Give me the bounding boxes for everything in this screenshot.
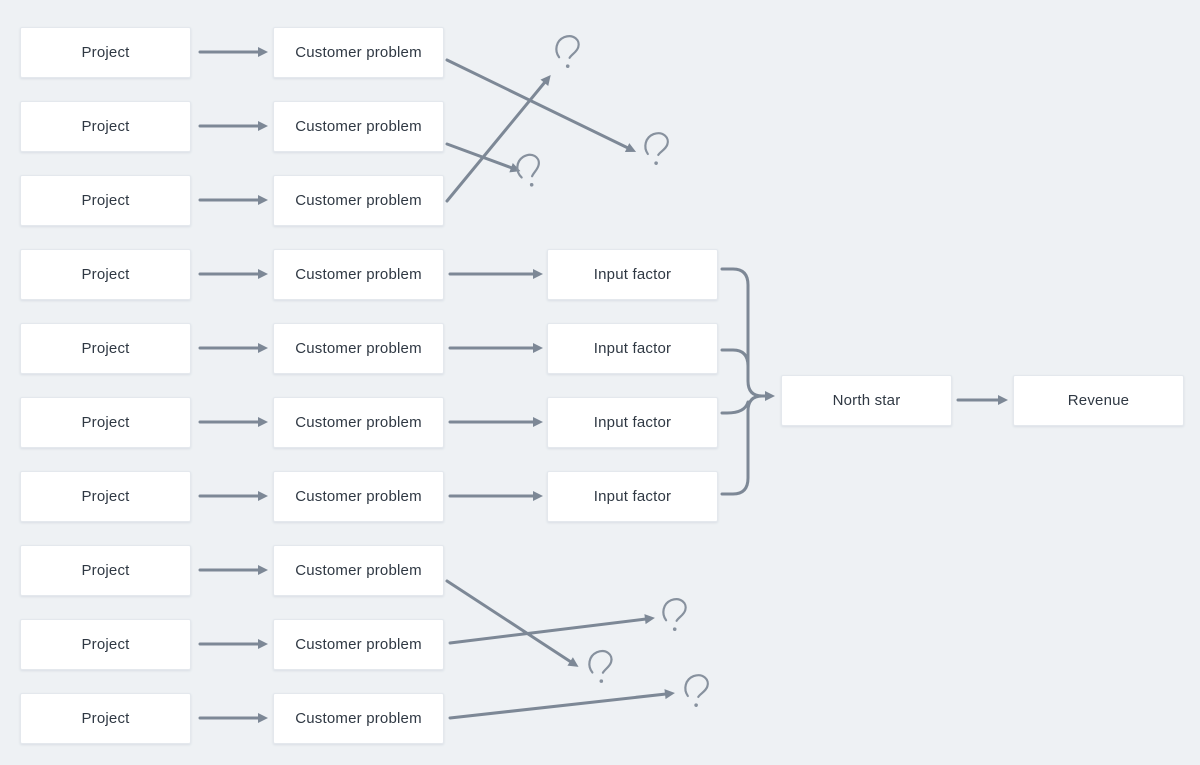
input-factor-node: Input factor — [547, 397, 718, 448]
question-mark-icon — [644, 132, 669, 165]
bracket-input-factor-1-to-north-star — [720, 267, 775, 401]
bracket-input-factor-4-to-north-star — [720, 394, 764, 496]
project-node: Project — [20, 619, 191, 670]
input-factor-node: Input factor — [547, 323, 718, 374]
customer-problem-node: Customer problem — [273, 545, 444, 596]
customer-problem-node: Customer problem — [273, 27, 444, 78]
customer-problem-node: Customer problem — [273, 323, 444, 374]
input-factor-node: Input factor — [547, 471, 718, 522]
arrow-customer-problem-3-to-unknown — [445, 75, 551, 203]
project-node: Project — [20, 693, 191, 744]
project-node: Project — [20, 397, 191, 448]
question-mark-icon — [588, 650, 613, 683]
question-mark-icon — [662, 598, 687, 631]
project-node: Project — [20, 471, 191, 522]
arrow-customer-problem-9-to-unknown — [448, 614, 655, 645]
arrow-customer-problem-2-to-unknown — [445, 142, 521, 173]
project-node: Project — [20, 249, 191, 300]
customer-problem-node: Customer problem — [273, 101, 444, 152]
north-star-node: North star — [781, 375, 952, 426]
revenue-node: Revenue — [1013, 375, 1184, 426]
question-mark-icon — [555, 35, 580, 68]
arrow-customer-problem-1-to-unknown — [445, 58, 637, 153]
project-node: Project — [20, 175, 191, 226]
project-node: Project — [20, 323, 191, 374]
question-mark-icon — [516, 153, 540, 187]
customer-problem-node: Customer problem — [273, 249, 444, 300]
project-node: Project — [20, 27, 191, 78]
question-mark-icon — [684, 674, 709, 707]
bracket-input-factor-3-join — [720, 400, 750, 415]
project-node: Project — [20, 101, 191, 152]
input-factor-node: Input factor — [547, 249, 718, 300]
customer-problem-node: Customer problem — [273, 397, 444, 448]
customer-problem-node: Customer problem — [273, 471, 444, 522]
arrow-customer-problem-8-to-unknown — [445, 579, 579, 667]
customer-problem-node: Customer problem — [273, 693, 444, 744]
customer-problem-node: Customer problem — [273, 619, 444, 670]
arrow-customer-problem-10-to-unknown — [448, 689, 675, 720]
bracket-input-factor-2-join — [720, 348, 750, 368]
project-node: Project — [20, 545, 191, 596]
customer-problem-node: Customer problem — [273, 175, 444, 226]
